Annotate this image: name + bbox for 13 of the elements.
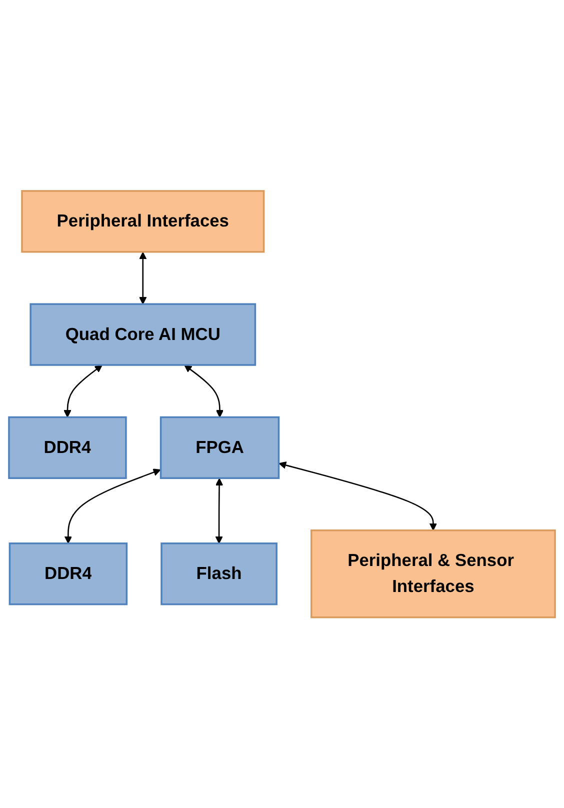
arrow: [278, 461, 438, 531]
arrow: [64, 364, 102, 418]
node-box: FPGA: [160, 416, 280, 479]
arrow: [215, 478, 224, 544]
arrow: [184, 364, 224, 418]
node-box: Flash: [160, 542, 278, 605]
node-box: DDR4: [8, 416, 127, 479]
arrow: [64, 468, 161, 544]
arrow: [139, 252, 147, 304]
node-box: DDR4: [8, 542, 128, 605]
node-box: Quad Core AI MCU: [30, 303, 256, 366]
node-box: Peripheral Interfaces: [21, 190, 265, 253]
node-box: Peripheral & Sensor Interfaces: [310, 529, 556, 618]
